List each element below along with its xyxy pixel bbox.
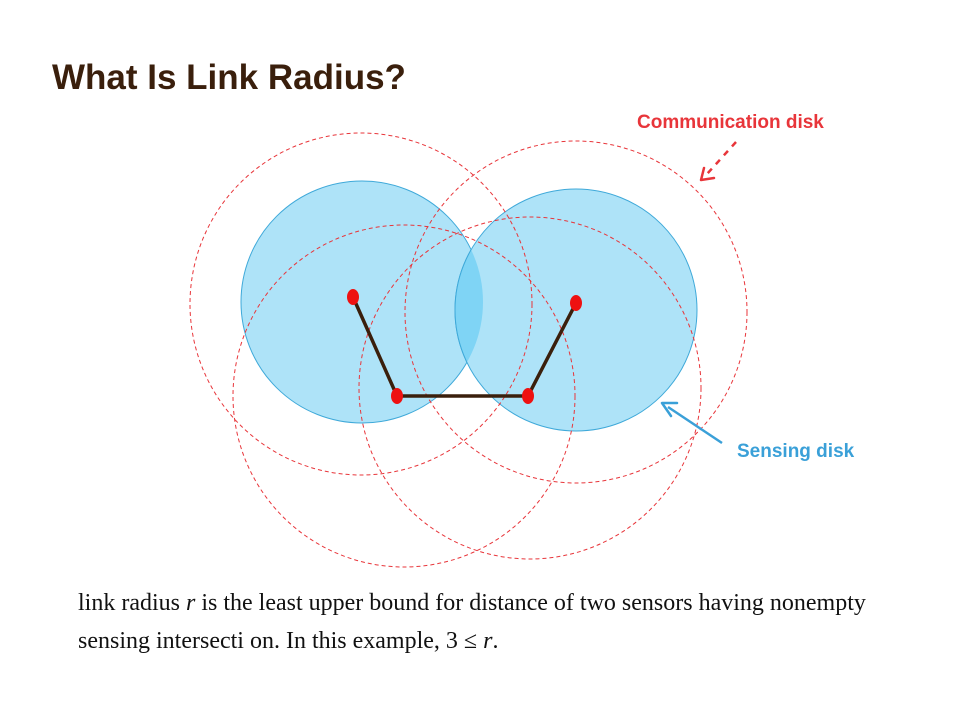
caption-variable-r: r <box>186 590 196 616</box>
sensing-intersection <box>454 188 483 423</box>
communication-disk-2 <box>404 140 748 484</box>
sensor-node-2 <box>391 388 403 404</box>
caption-line-1: link radius r is the least upper bound f… <box>78 584 866 622</box>
communication-disk-4 <box>358 216 702 560</box>
caption-line-2-prefix: sensing intersecti on. In this example, … <box>78 628 484 655</box>
link-edge-3 <box>526 301 578 398</box>
link-edge-1 <box>351 295 399 398</box>
sensor-node-4 <box>570 295 582 311</box>
communication-disk-1 <box>189 132 533 476</box>
caption-line-1-suffix: is the least upper bound for distance of… <box>195 590 866 616</box>
caption-line-1-prefix: link radius <box>78 590 186 616</box>
definition-caption: link radius r is the least upper bound f… <box>78 584 866 661</box>
communication-disk-3 <box>232 224 576 568</box>
sensor-node-1 <box>347 289 359 305</box>
sensing-disk-left <box>240 180 484 424</box>
sensing-disk-label: Sensing disk <box>737 441 855 462</box>
communication-disk-label: Communication disk <box>637 112 824 133</box>
sensor-node-3 <box>522 388 534 404</box>
caption-variable-r-2: r <box>483 628 493 655</box>
page-title: What Is Link Radius? <box>52 58 406 97</box>
caption-line-2: sensing intersecti on. In this example, … <box>78 622 866 660</box>
blue-arrow-icon <box>660 401 723 445</box>
dashed-red-arrow-icon <box>699 141 737 182</box>
caption-line-2-suffix: . <box>492 628 499 655</box>
